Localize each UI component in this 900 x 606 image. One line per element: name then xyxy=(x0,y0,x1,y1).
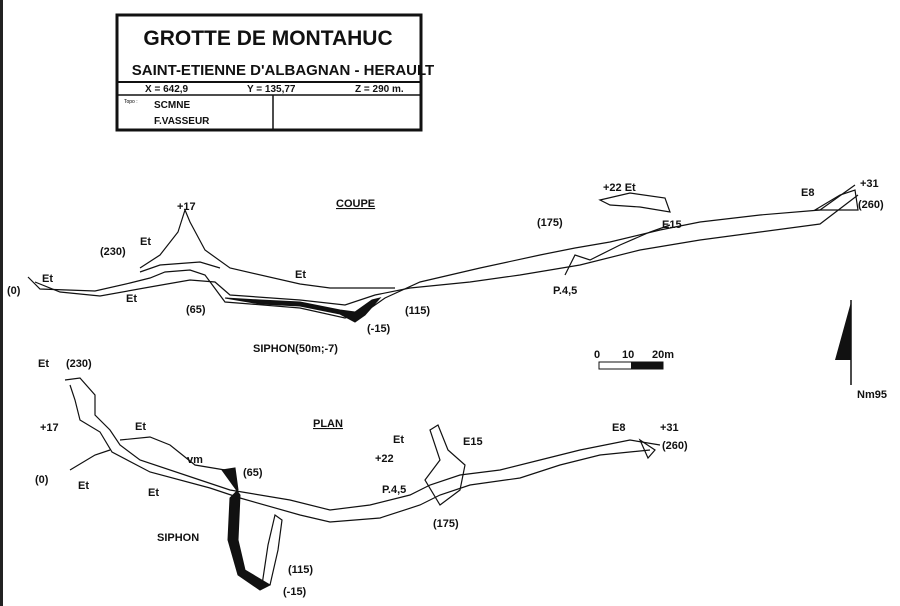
label-175: (175) xyxy=(433,518,459,530)
label-minus15: (-15) xyxy=(367,323,391,335)
label-p45: P.4,5 xyxy=(553,285,577,297)
scale-tick: 0 xyxy=(594,349,600,361)
label-e15: E15 xyxy=(662,219,682,231)
label-260: (260) xyxy=(858,199,884,211)
title-block: GROTTE DE MONTAHUC SAINT-ETIENNE D'ALBAG… xyxy=(115,13,434,132)
label-et: Et xyxy=(42,273,53,285)
label-0: (0) xyxy=(7,285,21,297)
scale-tick: 20m xyxy=(652,349,674,361)
label-230: (230) xyxy=(100,246,126,258)
plan-heading: PLAN xyxy=(313,418,343,430)
coord-x: X = 642,9 xyxy=(145,84,189,95)
label-et: Et xyxy=(78,480,89,492)
siphon-plan xyxy=(221,467,272,591)
label-et: Et xyxy=(140,236,151,248)
label-et: Et xyxy=(295,269,306,281)
label-et: Et xyxy=(38,358,49,370)
label-115: (115) xyxy=(288,564,313,576)
north-label: Nm95 xyxy=(857,389,887,401)
label-0: (0) xyxy=(35,474,49,486)
label-115: (115) xyxy=(405,305,430,317)
plan-view: PLAN Et (230) +17 Et vm (65) (0) Et Et S… xyxy=(35,358,688,598)
scale-tick: 10 xyxy=(622,349,634,361)
cave-title: GROTTE DE MONTAHUC xyxy=(143,27,392,50)
topo-label: Topo : xyxy=(124,99,138,105)
label-minus15: (-15) xyxy=(283,586,307,598)
author-1: SCMNE xyxy=(154,100,190,111)
coupe-heading: COUPE xyxy=(336,198,375,210)
label-siphon: SIPHON(50m;-7) xyxy=(253,343,338,355)
cave-location: SAINT-ETIENNE D'ALBAGNAN - HERAULT xyxy=(132,62,434,79)
coord-y: Y = 135,77 xyxy=(247,84,296,95)
label-et: Et xyxy=(126,293,137,305)
siphon-coupe xyxy=(224,297,382,323)
label-plus17: +17 xyxy=(40,422,59,434)
label-siphon: SIPHON xyxy=(157,532,199,544)
left-edge xyxy=(0,0,3,606)
label-et: Et xyxy=(393,434,404,446)
label-65: (65) xyxy=(186,304,206,316)
label-e8: E8 xyxy=(612,422,625,434)
label-e8: E8 xyxy=(801,187,814,199)
author-2: F.VASSEUR xyxy=(154,116,210,127)
label-plus22: +22 Et xyxy=(603,182,636,194)
label-65: (65) xyxy=(243,467,263,479)
label-vm: vm xyxy=(187,454,203,466)
scale-bar: 0 10 20m xyxy=(594,349,674,370)
label-plus22: +22 xyxy=(375,453,394,465)
label-plus31: +31 xyxy=(860,178,879,190)
label-et: Et xyxy=(135,421,146,433)
coupe-section: COUPE (0) Et Et (230) Et +17 Et (65) (-1… xyxy=(7,178,884,355)
label-plus17: +17 xyxy=(177,201,196,213)
label-230: (230) xyxy=(66,358,92,370)
coord-z: Z = 290 m. xyxy=(355,84,404,95)
label-260: (260) xyxy=(662,440,688,452)
north-arrow: Nm95 xyxy=(835,300,887,401)
label-175: (175) xyxy=(537,217,563,229)
label-p45: P.4,5 xyxy=(382,484,406,496)
label-e15: E15 xyxy=(463,436,483,448)
label-et: Et xyxy=(148,487,159,499)
label-plus31: +31 xyxy=(660,422,679,434)
